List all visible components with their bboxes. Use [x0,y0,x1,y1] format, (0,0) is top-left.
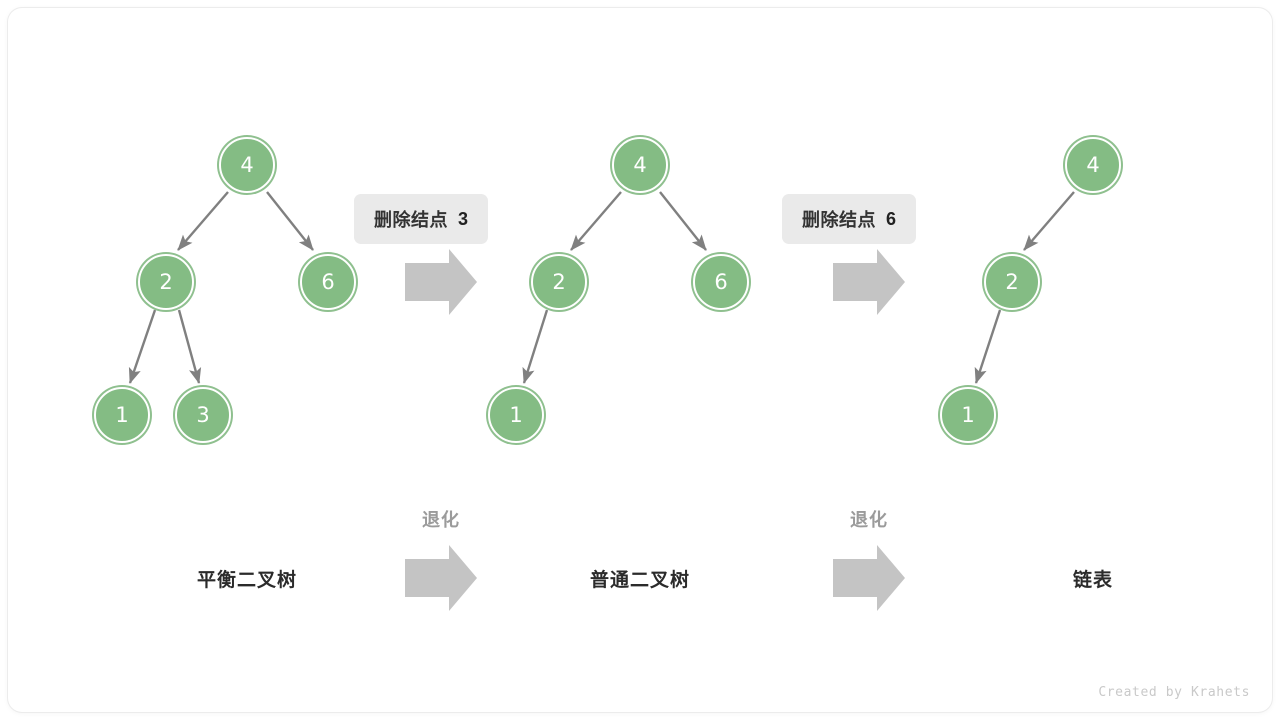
figure-card: 4 2 6 1 3 4 2 6 1 4 2 [8,8,1272,712]
edge-4-6 [659,191,707,251]
edge-4-2 [1023,191,1075,251]
block-arrow-top-2 [833,249,905,315]
tree-node[interactable]: 6 [693,254,749,310]
figure-stage: 4 2 6 1 3 4 2 6 1 4 2 [8,8,1272,712]
stage-caption-linkedlist: 链表 [1072,570,1113,591]
tree-node[interactable]: 4 [219,137,275,193]
tree-node[interactable]: 4 [1065,137,1121,193]
edge-2-1 [128,309,157,384]
edge-4-2 [177,191,229,251]
tree-node[interactable]: 3 [175,387,231,443]
stage-caption-ordinary: 普通二叉树 [589,570,690,591]
tree-node[interactable]: 2 [531,254,587,310]
tree-node[interactable]: 2 [138,254,194,310]
tree-node[interactable]: 6 [300,254,356,310]
tree-node[interactable]: 1 [488,387,544,443]
credit-watermark: Created by Krahets [1098,685,1250,700]
node-label: 2 [1005,269,1019,294]
node-label: 2 [552,269,566,294]
operation-pill-delete-3[interactable]: 删除结点 3 [354,194,489,244]
tree-edges-layer [128,191,1075,384]
node-label: 2 [159,269,173,294]
node-label: 4 [1086,152,1100,177]
node-label: 3 [196,402,210,427]
node-label: 4 [633,152,647,177]
node-label: 6 [321,269,335,294]
tree-node[interactable]: 1 [94,387,150,443]
edge-2-3 [177,309,202,384]
tree-node[interactable]: 1 [940,387,996,443]
block-arrow-bottom-2 [833,545,905,611]
tree-node[interactable]: 4 [612,137,668,193]
edge-2-1 [522,309,549,384]
tree-node[interactable]: 2 [984,254,1040,310]
node-label: 1 [961,402,975,427]
transition-label-degenerate-1: 退化 [422,510,460,530]
node-label: 4 [240,152,254,177]
edge-4-2 [570,191,622,251]
operation-label: 删除结点 [802,210,876,230]
transition-label-degenerate-2: 退化 [850,510,888,530]
node-label: 1 [509,402,523,427]
node-label: 6 [714,269,728,294]
block-arrow-bottom-1 [405,545,477,611]
stage-caption-balanced: 平衡二叉树 [196,570,297,591]
block-arrow-top-1 [405,249,477,315]
edge-4-6 [266,191,314,251]
block-arrows-layer [405,249,905,611]
operation-pill-delete-6[interactable]: 删除结点 6 [782,194,917,244]
operation-value: 6 [886,208,897,229]
operation-value: 3 [458,208,469,229]
node-label: 1 [115,402,129,427]
operation-label: 删除结点 [374,210,448,230]
edge-2-1 [974,309,1002,384]
